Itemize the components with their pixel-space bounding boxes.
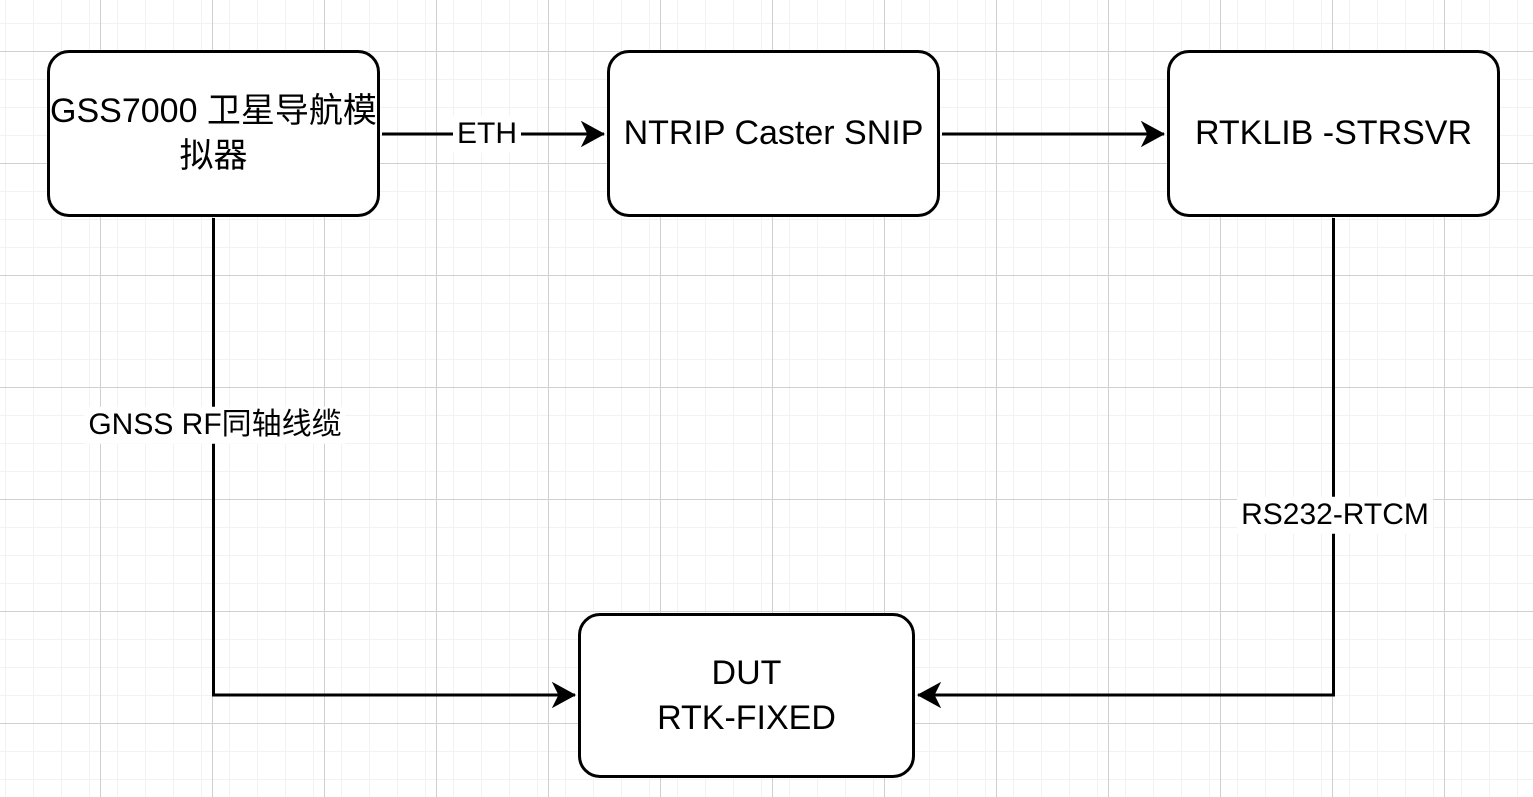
node-dut-rtk-fixed[interactable]: DUT RTK-FIXED <box>578 613 915 778</box>
node-gss7000-simulator[interactable]: GSS7000 卫星导航模 拟器 <box>47 50 380 217</box>
edge-label-gnss-rf-coax[interactable]: GNSS RF同轴线缆 <box>84 406 346 444</box>
node-ntrip-caster-snip[interactable]: NTRIP Caster SNIP <box>607 50 940 217</box>
edge-gnss-rf[interactable] <box>212 218 576 695</box>
node-rtklib-strsvr[interactable]: RTKLIB -STRSVR <box>1167 50 1500 217</box>
edge-label-eth[interactable]: ETH <box>453 115 521 153</box>
edge-label-rs232-rtcm[interactable]: RS232-RTCM <box>1237 496 1433 534</box>
edge-rs232-rtcm[interactable] <box>918 218 1335 695</box>
